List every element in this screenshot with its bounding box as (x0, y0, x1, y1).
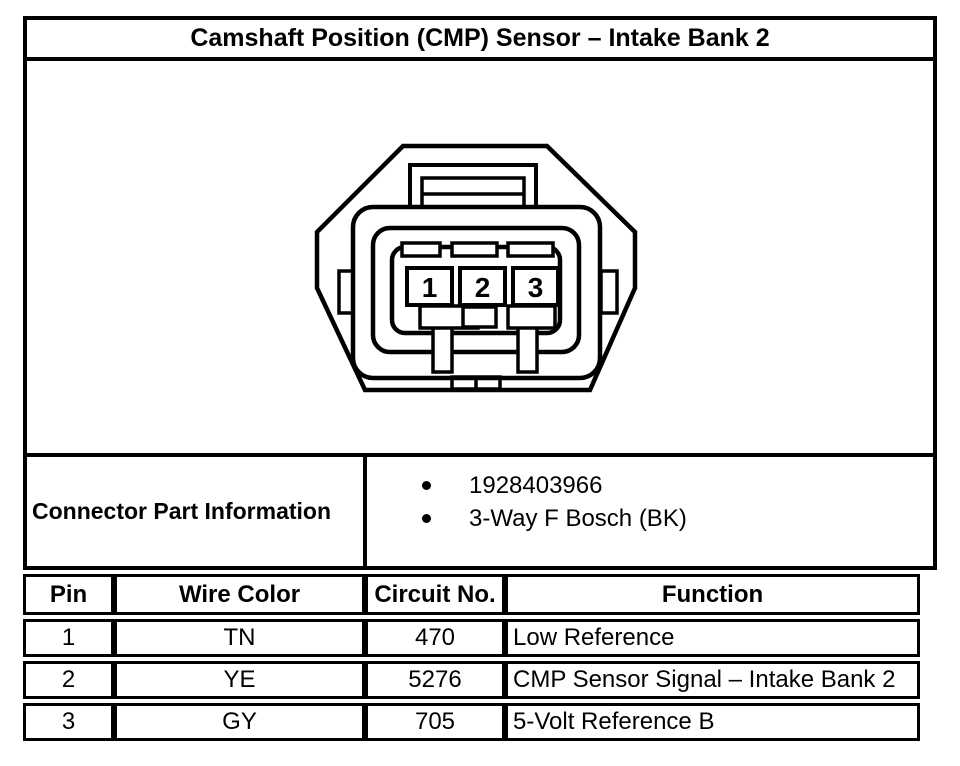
table-row: 1 TN 470 Low Reference (23, 619, 920, 657)
pin-1-box (405, 266, 454, 307)
key-slot-3 (506, 241, 555, 258)
pinout-table: Pin Wire Color Circuit No. Function 1 TN… (23, 570, 920, 745)
cell-pin: 1 (23, 619, 114, 657)
part-number-text: 1928403966 (469, 471, 603, 499)
cell-pin: 2 (23, 661, 114, 699)
pin-1-label: 1 (422, 272, 438, 303)
part-info-label: Connector Part Information (32, 498, 332, 524)
cell-circuit-no: 705 (365, 703, 505, 741)
cell-circuit-no: 470 (365, 619, 505, 657)
cell-function: Low Reference (505, 619, 920, 657)
cell-circuit-no: 5276 (365, 661, 505, 699)
terminal-stem-1 (431, 324, 454, 374)
col-header-pin: Pin (23, 574, 114, 615)
connector-face-diagram: 1 2 3 (314, 143, 638, 393)
part-info-value-cell: 1928403966 3-Way F Bosch (BK) (363, 453, 937, 570)
lower-tab-3 (506, 304, 557, 330)
cell-wire-color: TN (114, 619, 365, 657)
cell-wire-color: GY (114, 703, 365, 741)
pin-3-box (511, 266, 560, 307)
part-info-row: Connector Part Information 1928403966 3-… (23, 453, 937, 570)
lower-key-2 (461, 305, 498, 329)
cell-function: CMP Sensor Signal – Intake Bank 2 (505, 661, 920, 699)
col-header-function: Function (505, 574, 920, 615)
pin-2-box (458, 266, 507, 307)
key-slot-1 (400, 241, 442, 258)
cell-wire-color: YE (114, 661, 365, 699)
table-row: 2 YE 5276 CMP Sensor Signal – Intake Ban… (23, 661, 920, 699)
page-title-bar: Camshaft Position (CMP) Sensor – Intake … (23, 16, 937, 61)
connector-type-text: 3-Way F Bosch (BK) (469, 504, 687, 532)
col-header-circuit-no: Circuit No. (365, 574, 505, 615)
part-info-header-cell: Connector Part Information (23, 453, 367, 570)
bullet-icon (422, 481, 431, 490)
table-row: 3 GY 705 5-Volt Reference B (23, 703, 920, 741)
page-title: Camshaft Position (CMP) Sensor – Intake … (190, 24, 770, 52)
cell-pin: 3 (23, 703, 114, 741)
terminal-stem-3 (516, 324, 539, 374)
key-slot-2 (450, 241, 499, 258)
bullet-icon (422, 514, 431, 523)
right-side-tab (599, 269, 619, 315)
table-header-row: Pin Wire Color Circuit No. Function (23, 574, 920, 615)
part-number-item: 1928403966 (422, 469, 933, 502)
cell-function: 5-Volt Reference B (505, 703, 920, 741)
pin-3-label: 3 (528, 272, 544, 303)
pin-2-label: 2 (475, 272, 491, 303)
col-header-wire-color: Wire Color (114, 574, 365, 615)
connector-type-item: 3-Way F Bosch (BK) (422, 502, 933, 535)
